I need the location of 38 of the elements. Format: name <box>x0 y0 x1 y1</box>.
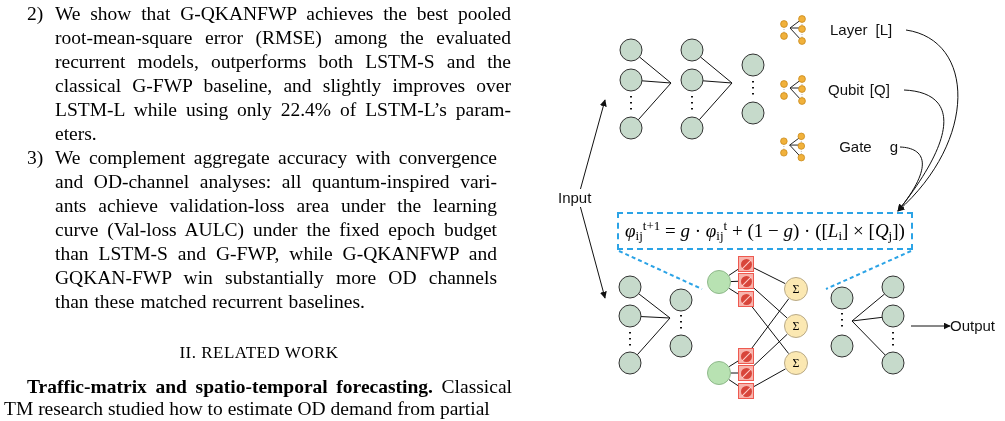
paragraph: Traffic-matrix and spatio-temporal forecasting. Classical TM research studied how to estimate OD demand from partial <box>4 376 512 420</box>
input-neuron <box>707 361 731 385</box>
arrow <box>897 146 923 212</box>
input-neuron <box>707 270 731 294</box>
activation-box <box>738 348 754 364</box>
input-label: Input <box>558 189 598 207</box>
activation-box <box>738 383 754 399</box>
list-number: 2) <box>27 2 44 26</box>
arrow <box>910 322 951 330</box>
parameter-name: Layer <box>830 19 868 40</box>
parameter-name: Gate <box>839 136 872 157</box>
sum-node: Σ <box>784 277 808 301</box>
sum-node: Σ <box>784 351 808 375</box>
parameter-symbol: [Q] <box>869 79 890 100</box>
list-item-text: We show that G-QKANFWP achieves the best pooled root-mean-square error (RMSE) among the evaluated recurrent models, outperforms both LSTM-S and the classical G-FWP baseline, and slightly improves over LSTM-L while using only 22.4% of LSTM-L’s param- eters. <box>55 2 511 146</box>
parameter-symbol: g <box>889 136 898 157</box>
connector-line <box>753 333 788 366</box>
connector-line <box>730 372 739 374</box>
output-label: Output <box>950 317 1005 335</box>
formula-box: φ$_{ij}$$^{t+1}$ = g · φ$_{ij}$$^{t}$ + (1 − g) · ([L$_{i}$] × [Q$_{j}$]) <box>617 212 913 250</box>
parameter-symbol: [L] <box>875 19 893 40</box>
activation-box <box>738 273 754 289</box>
arrow <box>897 29 959 212</box>
activation-box <box>738 256 754 272</box>
connector-line <box>751 306 790 355</box>
sum-node: Σ <box>784 314 808 338</box>
section-heading: II. RELATED WORK <box>178 342 340 364</box>
list-number: 3) <box>27 146 44 170</box>
connector-line <box>753 267 786 285</box>
connector-line <box>730 280 739 283</box>
connector-line <box>751 298 790 349</box>
list-item-text: We complement aggregate accuracy with convergence and OD-channel analyses: all quantum-inspired vari- ants achieve validation-loss area under the learning curve (Val-loss AULC) under the fixed epoch budget than LSTM-S and G-FWP, while G-QKANFWP and GQKAN-FWP win substantially more OD channels than these matched recurrent baselines. <box>55 146 498 314</box>
connector-line <box>753 287 788 319</box>
activation-box <box>738 291 754 307</box>
parameter-name: Qubit <box>828 79 864 100</box>
arrow <box>579 206 607 299</box>
arrow <box>580 99 607 190</box>
activation-box <box>738 365 754 381</box>
